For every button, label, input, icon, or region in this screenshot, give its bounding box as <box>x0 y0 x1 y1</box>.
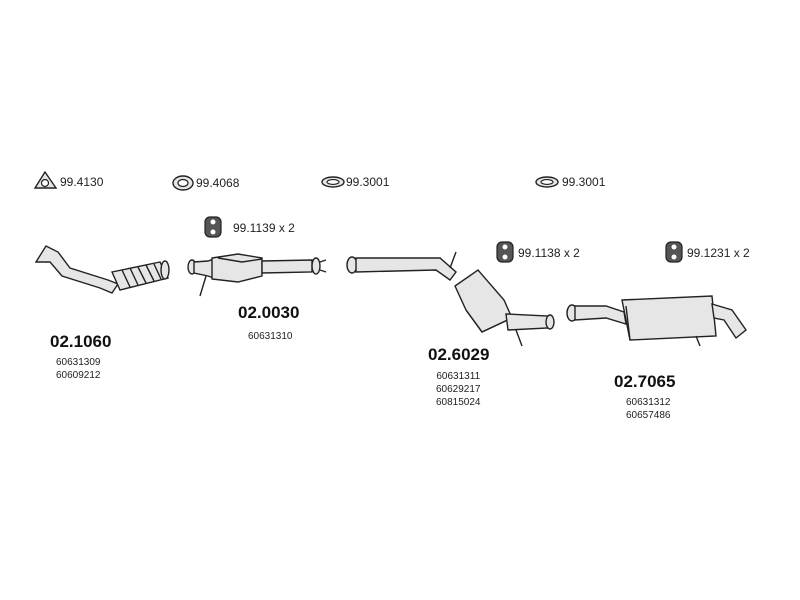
front-pipe-drawing <box>34 245 170 294</box>
accessory-code-99-3001-b: 99.3001 <box>562 175 606 189</box>
ref-number: 60631310 <box>248 331 293 342</box>
middle-silencer-drawing <box>346 251 555 347</box>
ref-number: 60815024 <box>436 397 481 408</box>
accessory-code-99-4130: 99.4130 <box>60 175 104 189</box>
ref-number: 60629217 <box>436 384 481 395</box>
part-refs-catalytic-converter: 60631310 <box>248 330 293 343</box>
accessory-code-99-1231: 99.1231 x 2 <box>687 246 750 260</box>
oval-gasket-icon <box>172 175 194 191</box>
part-number-catalytic-converter: 02.0030 <box>238 303 300 322</box>
rubber-hanger-icon <box>665 241 683 263</box>
catalytic-converter-drawing <box>187 253 327 297</box>
ref-number: 60609212 <box>56 370 101 381</box>
ref-number: 60631309 <box>56 357 101 368</box>
part-refs-front-pipe: 60631309 60609212 <box>56 356 101 382</box>
part-number-rear-silencer: 02.7065 <box>614 372 676 391</box>
rear-silencer-drawing <box>566 295 747 347</box>
accessory-code-99-4068: 99.4068 <box>196 176 240 190</box>
rubber-hanger-icon <box>204 216 222 238</box>
accessory-code-99-1138: 99.1138 x 2 <box>518 246 580 260</box>
part-number-front-pipe: 02.1060 <box>50 332 112 351</box>
part-refs-middle-silencer: 60631311 60629217 60815024 <box>436 370 481 409</box>
ring-gasket-icon <box>321 176 345 188</box>
ring-gasket-icon <box>535 176 559 188</box>
ref-number: 60631312 <box>626 397 671 408</box>
part-number-middle-silencer: 02.6029 <box>428 345 490 364</box>
accessory-code-99-3001: 99.3001 <box>346 175 390 189</box>
part-refs-rear-silencer: 60631312 60657486 <box>626 396 671 422</box>
ref-number: 60631311 <box>436 371 481 382</box>
rubber-hanger-icon <box>496 241 514 263</box>
ref-number: 60657486 <box>626 410 671 421</box>
accessory-code-99-1139: 99.1139 x 2 <box>233 221 295 235</box>
triangle-gasket-icon <box>33 170 58 189</box>
